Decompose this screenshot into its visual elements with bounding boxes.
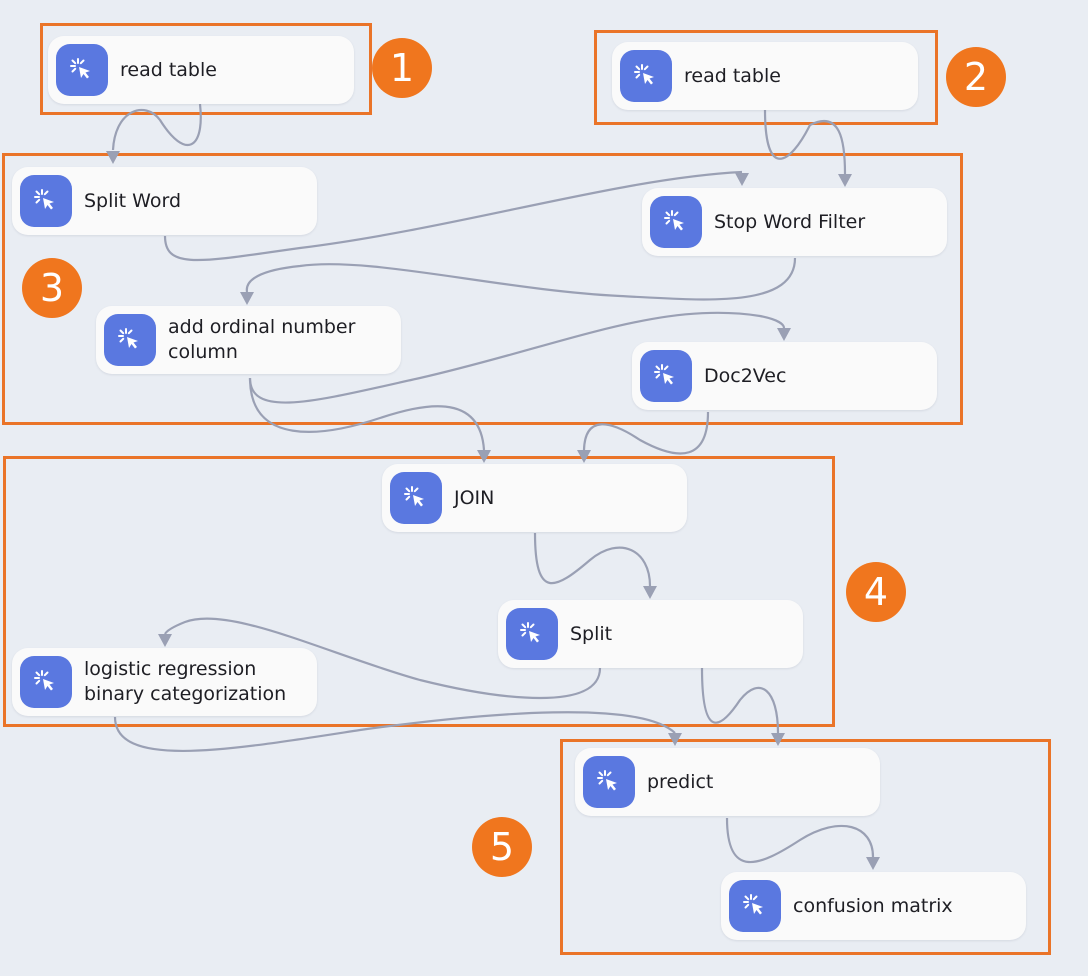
node-label: JOIN [454,486,495,509]
group-box-5 [560,739,1051,955]
node-logistic-regression-binary-categorization[interactable]: logistic regression binary categorizatio… [12,648,317,716]
node-label: logistic regression binary categorizatio… [84,658,287,705]
click-cursor-glyph [70,58,90,79]
node-label: confusion matrix [793,894,953,917]
node-confusion-matrix[interactable]: confusion matrix [721,872,1026,940]
group-number-badge-4: 4 [846,562,906,622]
click-cursor-icon [729,880,781,932]
click-cursor-glyph [654,364,674,385]
group-number-badge-1: 1 [372,38,432,98]
node-label: Stop Word Filter [714,210,866,233]
click-cursor-icon [620,50,672,102]
click-cursor-icon [650,196,702,248]
click-cursor-icon [390,472,442,524]
group-number-badge-5: 5 [472,817,532,877]
group-box-1 [40,23,372,115]
node-label: Split [570,622,613,645]
node-label: add ordinal number column [168,316,356,363]
click-cursor-glyph [743,894,763,915]
click-cursor-glyph [34,670,54,691]
click-cursor-icon [56,44,108,96]
node-read-table-2[interactable]: read table [612,42,918,110]
node-split-word[interactable]: Split Word [12,167,317,235]
click-cursor-icon [583,756,635,808]
group-number-badge-2: 2 [946,47,1006,107]
click-cursor-glyph [34,189,54,210]
node-doc2vec[interactable]: Doc2Vec [632,342,937,410]
node-label: Split Word [84,189,182,212]
node-predict[interactable]: predict [575,748,880,816]
group-number-badge-3: 3 [22,258,82,318]
node-split[interactable]: Split [498,600,803,668]
node-label: predict [647,770,714,793]
click-cursor-glyph [634,64,654,85]
click-cursor-glyph [404,486,424,507]
node-read-table-1[interactable]: read table [48,36,354,104]
node-label: read table [120,58,217,81]
click-cursor-icon [506,608,558,660]
click-cursor-glyph [597,770,617,791]
click-cursor-glyph [520,622,540,643]
node-add-ordinal-number-column[interactable]: add ordinal number column [96,306,401,374]
click-cursor-icon [20,656,72,708]
node-stop-word-filter[interactable]: Stop Word Filter [642,188,947,256]
click-cursor-icon [104,314,156,366]
click-cursor-icon [20,175,72,227]
node-label: Doc2Vec [704,364,787,387]
click-cursor-icon [640,350,692,402]
node-join[interactable]: JOIN [382,464,687,532]
click-cursor-glyph [664,210,684,231]
click-cursor-glyph [118,328,138,349]
node-label: read table [684,64,781,87]
